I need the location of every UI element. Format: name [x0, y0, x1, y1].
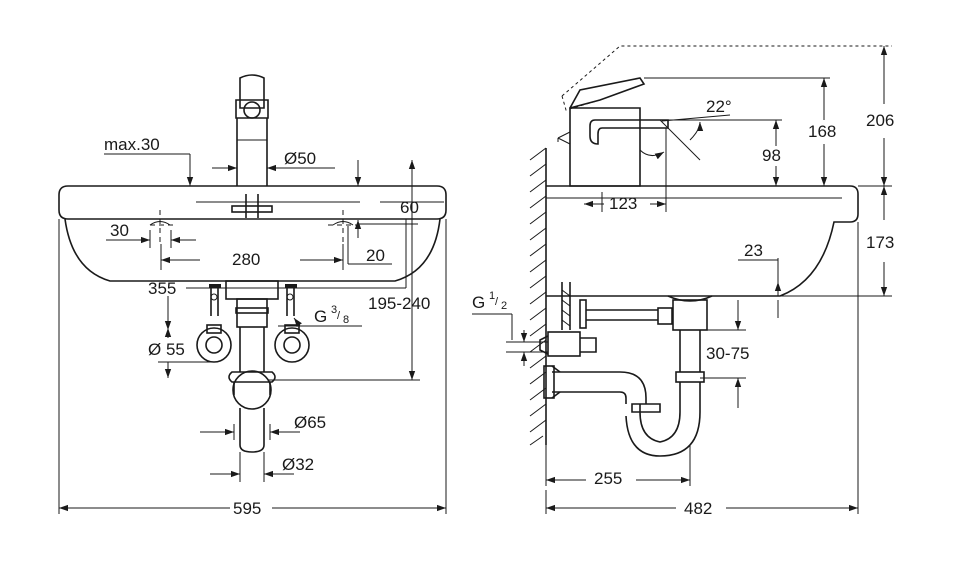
label-wall-to-waste: 255: [594, 469, 622, 488]
label-rosette-diameter: Ø 55: [148, 340, 185, 359]
label-side-offset: 30: [110, 221, 129, 240]
dim-rosette-diameter: Ø 55: [148, 328, 214, 378]
dim-basin-depth: 482: [545, 222, 859, 518]
label-valve-thread: G: [472, 293, 485, 312]
front-mounting-bolt: [231, 194, 273, 218]
dim-tap-hole-diameter: Ø50: [212, 149, 335, 172]
label-overflow-offset: 20: [366, 246, 385, 265]
front-drain-assembly: [225, 280, 279, 372]
dim-wall-to-waste: 255: [545, 445, 691, 488]
label-supply-spacing: 355: [148, 279, 176, 298]
label-hole-spacing: 280: [232, 250, 260, 269]
dim-drain-offset: 23: [738, 241, 778, 318]
side-angle-valve: [539, 282, 597, 357]
label-rim-height: 60: [400, 198, 419, 217]
label-drain-offset: 23: [744, 241, 763, 260]
side-basin: [546, 185, 859, 297]
label-basin-width: 595: [233, 499, 261, 518]
front-mixer-tap: [235, 74, 269, 186]
label-valve-thread-den: 2: [501, 300, 507, 312]
label-supply-thread-slash: /: [337, 310, 341, 322]
dim-valve-thread: G 1 / 2: [472, 290, 548, 366]
side-trap: [543, 295, 713, 457]
label-basin-depth: 482: [684, 499, 712, 518]
label-supply-thread-den: 8: [343, 314, 349, 326]
front-supply-hoses: [209, 284, 297, 316]
front-angle-valves: [196, 324, 310, 363]
dim-spout-height: 98: [668, 119, 782, 186]
dim-rim-height: 60: [354, 160, 444, 238]
dim-supply-spacing: 355: [148, 219, 407, 330]
front-view: max.30 Ø50 60 30 20: [58, 74, 447, 518]
dim-spout-reach: 123: [584, 128, 667, 213]
dim-max-tap-offset: max.30: [104, 135, 237, 186]
dim-mixer-height: 168: [644, 77, 836, 186]
dim-supply-thread: G 3 / 8: [278, 304, 362, 328]
label-tap-hole-diameter: Ø50: [284, 149, 316, 168]
dim-side-offset: 30: [106, 221, 196, 248]
label-supply-thread: G: [314, 307, 327, 326]
label-valve-thread-num: 1: [489, 290, 495, 302]
dim-lever-max-height: 206: [858, 46, 894, 187]
dim-basin-width: 595: [58, 219, 447, 518]
label-supply-thread-num: 3: [331, 304, 337, 316]
dim-hole-spacing: 280: [160, 244, 344, 270]
label-trap-adjust-range: 30-75: [706, 344, 749, 363]
label-lever-max-height: 206: [866, 111, 894, 130]
dim-basin-height: 173: [700, 186, 894, 297]
side-mixer-tap: [557, 45, 892, 187]
dim-trap-adjust-range: 30-75: [700, 300, 749, 408]
dim-waste-height: 195-240: [268, 160, 430, 381]
side-wall: [529, 147, 547, 446]
label-trap-diameter: Ø65: [294, 413, 326, 432]
dim-trap-diameter: Ø65: [200, 413, 326, 440]
label-spout-reach: 123: [609, 194, 637, 213]
dim-overflow-offset: 20: [347, 223, 418, 265]
label-waste-pipe-diameter: Ø32: [282, 455, 314, 474]
side-view: 22° 98 168 206 123: [472, 45, 894, 518]
label-lever-angle: 22°: [706, 97, 732, 116]
label-spout-height: 98: [762, 146, 781, 165]
dim-waste-pipe-diameter: Ø32: [210, 452, 314, 482]
label-valve-thread-slash: /: [495, 296, 499, 308]
front-trap: [228, 370, 276, 453]
label-basin-height: 173: [866, 233, 894, 252]
front-overflow-holes: [149, 210, 358, 245]
label-max-tap-offset: max.30: [104, 135, 160, 154]
label-mixer-height: 168: [808, 122, 836, 141]
label-waste-height: 195-240: [368, 294, 430, 313]
